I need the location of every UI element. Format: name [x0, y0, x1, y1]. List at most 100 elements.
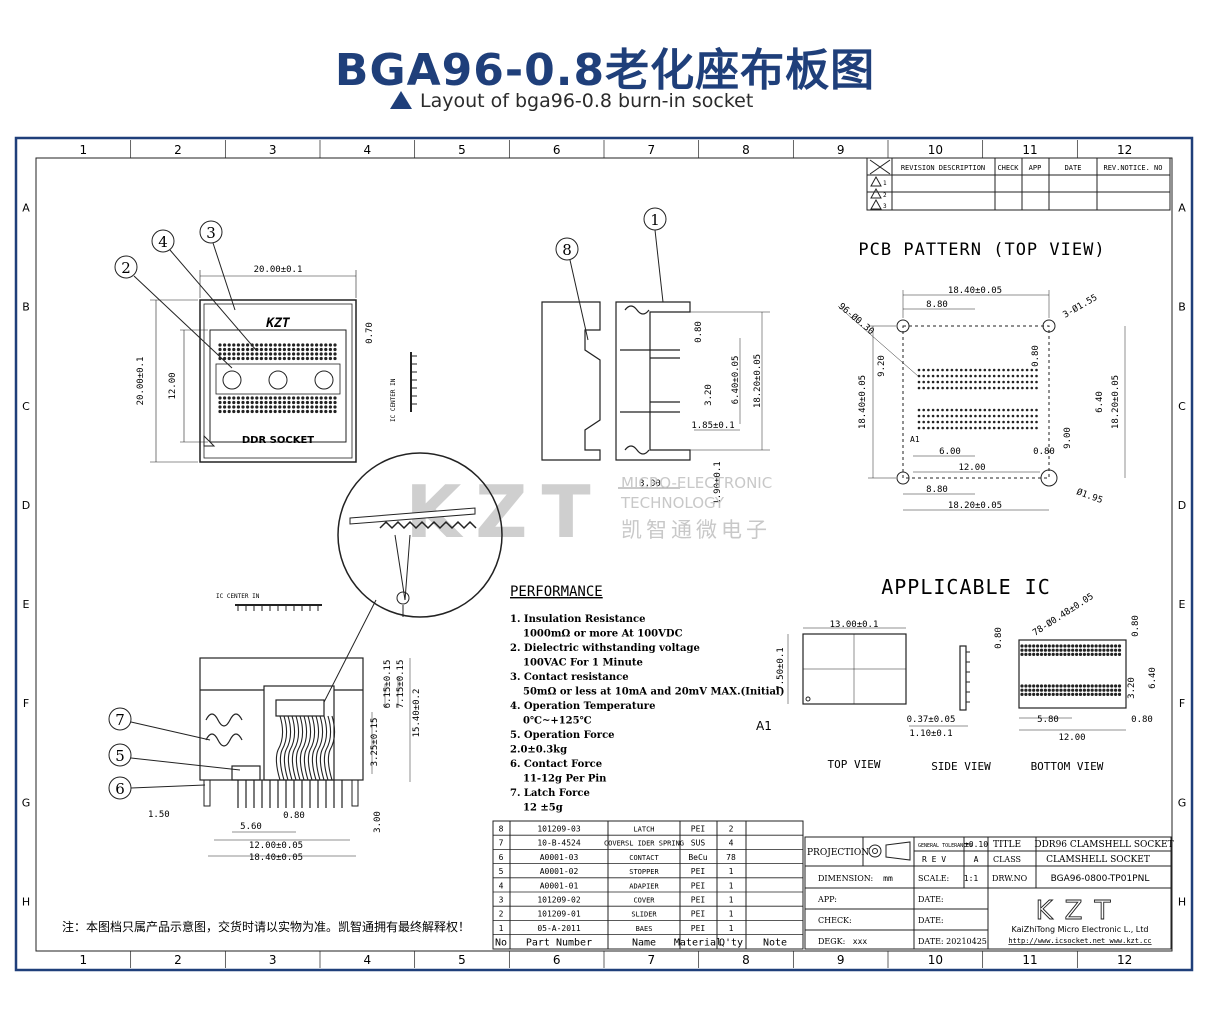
pin-dot: [278, 405, 282, 409]
side-dim-6: 1.90±0.1: [713, 461, 723, 504]
bom-cell: 2: [499, 910, 504, 919]
pin-dot: [1090, 688, 1094, 692]
pin-dot: [969, 368, 972, 372]
top-view-pins: [218, 343, 337, 414]
pin-dot: [997, 374, 1001, 378]
title-block: [804, 836, 1172, 950]
pin-dot: [282, 343, 286, 347]
pin-dot: [273, 352, 277, 356]
top-view-ic-center: IC CENTER IN: [390, 378, 397, 422]
pin-dot: [1051, 648, 1055, 652]
pin-dot: [282, 347, 286, 352]
pin-dot: [941, 426, 944, 430]
pin-dot: [983, 414, 987, 418]
pin-dot: [269, 343, 273, 347]
pin-dot: [936, 426, 940, 430]
pin-dot: [1078, 648, 1083, 652]
pin-dot: [950, 380, 954, 384]
row-label: G: [22, 796, 31, 809]
page-subtitle: Layout of bga96-0.8 burn-in socket: [390, 90, 753, 112]
pin-dot: [319, 409, 323, 414]
pin-dot: [278, 409, 282, 414]
pin-dot: [1086, 648, 1090, 652]
pin-dot: [328, 405, 332, 409]
pin-dot: [250, 396, 254, 400]
rev-header-app: APP: [1029, 164, 1042, 172]
watermark-line2: TECHNOLOGY: [620, 494, 725, 512]
pin-dot: [264, 352, 268, 356]
pin-dot: [978, 408, 982, 412]
pin-dot: [296, 352, 300, 356]
tb-company-logo: KZT: [1036, 896, 1123, 926]
pin-dot: [1063, 652, 1067, 657]
pin-dot: [1075, 692, 1079, 697]
pin-dot: [922, 374, 925, 378]
bom-cell: 78: [726, 853, 736, 862]
pin-dot: [1030, 368, 1034, 372]
revision-table: [866, 157, 1171, 211]
pin-dot: [305, 343, 309, 347]
pin-dot: [1011, 386, 1015, 390]
side-view-callouts: [555, 207, 667, 341]
bom-cell: PEI: [691, 896, 706, 905]
bom-cell: 8: [499, 825, 504, 834]
pin-dot: [960, 420, 963, 424]
pin-dot: [1011, 414, 1015, 418]
tb-projection: PROJECTION: [807, 848, 869, 858]
pin-dot: [273, 356, 277, 361]
pin-dot: [1007, 386, 1010, 390]
pin-dot: [250, 347, 254, 352]
pin-dot: [1067, 644, 1071, 648]
pin-dot: [992, 380, 996, 384]
pin-dot: [1047, 688, 1051, 692]
front-view-dims: [208, 658, 411, 857]
guide-post: [203, 779, 211, 807]
pin-dot: [1025, 380, 1029, 384]
pin-dot: [282, 356, 286, 361]
front-view-callouts: [108, 707, 241, 800]
pin-dot: [315, 347, 319, 352]
pin-dot: [936, 414, 940, 418]
contact-spring: [327, 715, 336, 781]
rev-triangle-icons: [870, 175, 882, 210]
pin-dot: [978, 420, 982, 424]
pin-dot: [273, 347, 277, 352]
pin-dot: [232, 343, 236, 347]
pin-dot: [1032, 692, 1036, 697]
column-label: 12: [1117, 953, 1132, 967]
pin-dot: [1024, 692, 1028, 697]
pin-dot: [305, 396, 309, 400]
pin-dot: [983, 386, 987, 390]
pin-dot: [1025, 386, 1029, 390]
pin-dot: [997, 386, 1001, 390]
row-label: A: [22, 202, 30, 215]
pin-dot: [1086, 652, 1090, 657]
pin-dot: [988, 380, 991, 384]
pin-dot: [955, 374, 958, 378]
contact-spring: [307, 715, 316, 781]
pin-dot: [301, 352, 305, 356]
pin-dot: [1055, 688, 1059, 692]
pin-dot: [1007, 414, 1010, 418]
pin-dot: [941, 408, 944, 412]
pin-dot: [232, 405, 236, 409]
pin-dot: [1007, 368, 1010, 372]
pin-dot: [1117, 692, 1122, 697]
pin-dot: [264, 405, 268, 409]
pin-dot: [296, 409, 300, 414]
pin-dot: [1082, 684, 1086, 688]
pin-dot: [1036, 644, 1040, 648]
pin-dot: [917, 420, 921, 424]
rev-header-date: DATE: [1065, 164, 1082, 172]
pin-dot: [1035, 386, 1038, 390]
pin-dot: [282, 400, 286, 405]
pin-dot: [931, 414, 935, 418]
pin-dot: [328, 352, 332, 356]
pin-dot: [310, 405, 314, 409]
pin-dot: [1035, 380, 1038, 384]
pin-dot: [315, 405, 319, 409]
bom-cell: 1: [729, 867, 734, 876]
pin-dot: [1016, 408, 1019, 412]
pin-dot: [1075, 652, 1079, 657]
contact-spring: [279, 715, 288, 781]
